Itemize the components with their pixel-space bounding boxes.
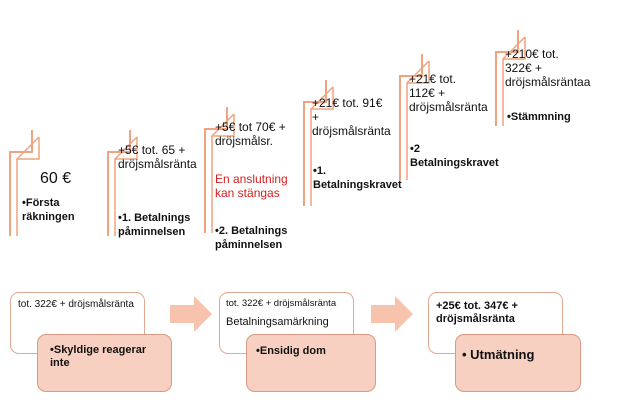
step-2	[106, 128, 192, 238]
step-5	[398, 52, 484, 182]
step-bracket-3	[204, 107, 235, 233]
step-3-main: +5€ tot 70€ + dröjsmålsr.	[215, 120, 286, 148]
step-3	[203, 105, 289, 235]
bottom-box-3-text: +25€ tot. 347€ + dröjsmålsränta	[436, 300, 518, 325]
step-1	[8, 128, 94, 238]
bottom-sub-1-text: •Skyldige reagerar inte	[50, 344, 147, 369]
step-bracket-1	[9, 130, 40, 236]
step-5-main: +21€ tot. 112€ + dröjsmålsränta	[409, 72, 488, 114]
step-6	[494, 28, 614, 128]
step-5-bullet: •2 Betalningskravet	[410, 143, 499, 169]
step-2-bullet: •1. Betalnings påminnelsen	[118, 212, 191, 238]
step-bracket-6	[495, 30, 526, 126]
step-4-main: +21€ tot. 91€ + dröjsmålsränta	[312, 96, 391, 138]
step-1-main: 60 €	[40, 170, 72, 187]
step-2-main: +5€ tot. 65 + dröjsmålsränta	[118, 143, 197, 171]
step-bracket-4	[303, 80, 334, 206]
bottom-box-2-text: tot. 322€ + dröjsmålsränta	[226, 298, 337, 309]
bottom-sub-3-text: • Utmätning	[462, 347, 535, 362]
step-3-note: En anslutning kan stängas	[215, 172, 288, 200]
bottom-box-2-note: Betalningsamärkning	[226, 316, 329, 328]
step-6-main: +210€ tot. 322€ + dröjsmålsräntaa	[505, 47, 591, 89]
step-4	[302, 78, 388, 208]
flow-arrow-1	[170, 296, 212, 332]
flow-arrow-2	[371, 296, 413, 332]
step-3-bullet: •2. Betalnings påminnelsen	[215, 225, 288, 251]
bottom-box-1-text: tot. 322€ + dröjsmålsränta	[18, 299, 134, 310]
bottom-sub-2-text: •Ensidig dom	[256, 345, 326, 357]
step-6-bullet: •Stämmning	[507, 111, 571, 123]
step-4-bullet: •1. Betalningskravet	[313, 165, 402, 191]
step-1-bullet: •Första räkningen	[22, 197, 75, 223]
step-bracket-2	[107, 130, 138, 236]
bottom-sub-2	[246, 334, 376, 392]
step-bracket-5	[399, 54, 430, 180]
bottom-sub-3	[455, 334, 581, 392]
bottom-sub-1	[37, 334, 172, 392]
